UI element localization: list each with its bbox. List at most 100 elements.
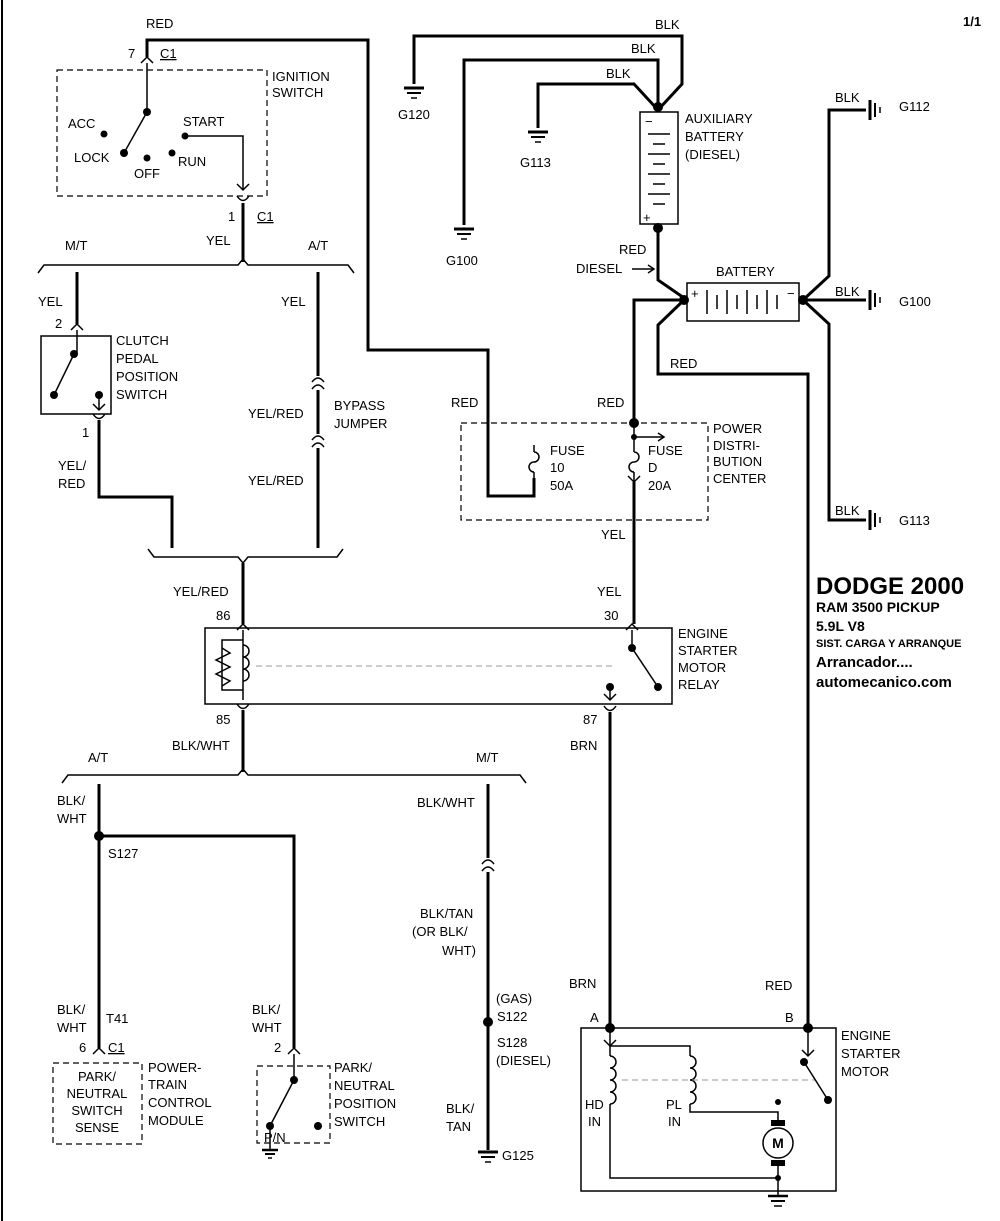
ign-acc: ACC	[68, 116, 95, 131]
auxiliary-battery: − +	[639, 111, 679, 225]
fused-label-3: 20A	[648, 478, 671, 493]
pcm-sense-3: SWITCH	[71, 1103, 122, 1118]
clutch-label-2: PEDAL	[116, 351, 159, 366]
starter-hd-2: IN	[588, 1114, 601, 1129]
ign-run: RUN	[178, 154, 206, 169]
pcm-label-2: TRAIN	[148, 1077, 187, 1092]
clutch-pin-top: 2	[55, 316, 62, 331]
wire-blktan-1: BLK/TAN	[420, 906, 473, 921]
wire-red-bat: RED	[670, 356, 697, 371]
wire-blkwht-pcm1: BLK/	[57, 1002, 86, 1017]
title-make: DODGE 2000	[816, 573, 964, 600]
clutch-label-1: CLUTCH	[116, 333, 169, 348]
ground-g120	[404, 86, 424, 99]
ground-g113-b	[868, 510, 881, 530]
starter-label-3: MOTOR	[841, 1064, 889, 1079]
ground-g100b-label: G100	[899, 294, 931, 309]
fused-label-2: D	[648, 460, 657, 475]
wire-yelred-86: YEL/RED	[173, 584, 229, 599]
bypass-label-2: JUMPER	[334, 416, 387, 431]
brace-at-2: A/T	[88, 750, 108, 765]
brace-at-1: A/T	[308, 238, 328, 253]
title-system: SIST. CARGA Y ARRANQUE	[816, 638, 961, 650]
pcm-label-4: MODULE	[148, 1113, 204, 1128]
wire-blk-1: BLK	[655, 17, 680, 32]
pcm-conn: C1	[108, 1040, 125, 1055]
page-number: 1/1	[963, 14, 981, 29]
wire-blk-g113: BLK	[835, 503, 860, 518]
ground-g120-label: G120	[398, 107, 430, 122]
ground-g112-label: G112	[899, 99, 930, 114]
ground-g100a-label: G100	[446, 253, 478, 268]
wire-blkwht-pnp2: WHT	[252, 1020, 282, 1035]
wire-blk-g112: BLK	[835, 90, 860, 105]
ign-off: OFF	[134, 166, 160, 181]
ground-g100-a	[454, 227, 474, 240]
splice-gas: (GAS)	[496, 991, 532, 1006]
pcm-sense-2: NEUTRAL	[67, 1086, 128, 1101]
power-distribution-center: FUSE 10 50A FUSE D 20A	[460, 418, 709, 521]
ignition-pin-bottom: 1	[228, 209, 235, 224]
title-site: automecanico.com	[816, 674, 952, 691]
wire-red-b: RED	[765, 978, 792, 993]
ground-g113-a	[528, 130, 548, 143]
wire-yel-ign: YEL	[206, 233, 231, 248]
pnp-label-4: SWITCH	[334, 1114, 385, 1129]
relay-label-2: STARTER	[678, 643, 737, 658]
wire-yel-mt: YEL	[38, 294, 63, 309]
fuse10-label-2: 10	[550, 460, 564, 475]
relay-label-3: MOTOR	[678, 660, 726, 675]
wire-blktan-2: (OR BLK/	[412, 924, 468, 939]
battery-label: BATTERY	[716, 264, 775, 279]
starter-pin-b: B	[785, 1010, 794, 1025]
aux-label-1: AUXILIARY	[685, 111, 753, 126]
pdc-label-1: POWER	[713, 421, 762, 436]
aux-plus: +	[643, 210, 651, 225]
wire-blktan-g1: BLK/	[446, 1101, 475, 1116]
pcm-sense-1: PARK/	[78, 1069, 116, 1084]
wire-blktan-g2: TAN	[446, 1119, 471, 1134]
park-neutral-position-switch: P/N	[256, 1054, 331, 1159]
pcm-label-1: POWER-	[148, 1060, 201, 1075]
ignition-label-1: IGNITION	[272, 69, 330, 84]
clutch-pin-bottom: 1	[82, 425, 89, 440]
wire-brn-a: BRN	[569, 976, 596, 991]
engine-starter-motor: A B M HD IN PL IN	[580, 1010, 837, 1207]
pnp-label-1: PARK/	[334, 1060, 372, 1075]
wire-yel-pdc: YEL	[601, 527, 626, 542]
wire-yelred-j2: YEL/RED	[248, 473, 304, 488]
wire-yelred-c2: RED	[58, 476, 85, 491]
pcm-label-3: CONTROL	[148, 1095, 212, 1110]
wire-red-pdc-right: RED	[597, 395, 624, 410]
ign-lock: LOCK	[74, 150, 110, 165]
ignition-label-2: SWITCH	[272, 85, 323, 100]
wire-blktan-3: WHT)	[442, 943, 476, 958]
wire-blkwht-pnp1: BLK/	[252, 1002, 281, 1017]
pnp-pn: P/N	[264, 1130, 286, 1145]
ground-g125	[478, 1150, 498, 1163]
wire-blk-g100: BLK	[835, 284, 860, 299]
aux-label-3: (DIESEL)	[685, 147, 740, 162]
engine-starter-motor-relay	[204, 627, 673, 705]
clutch-label-3: POSITION	[116, 369, 178, 384]
starter-label-2: STARTER	[841, 1046, 900, 1061]
ground-g113b-label: G113	[899, 513, 930, 528]
splice-diesel: (DIESEL)	[496, 1053, 551, 1068]
wire-red-pdc-left: RED	[451, 395, 478, 410]
wire-yelred-j1: YEL/RED	[248, 406, 304, 421]
wire-yelred-c1: YEL/	[58, 458, 87, 473]
ground-g112	[868, 100, 881, 120]
starter-label-1: ENGINE	[841, 1028, 891, 1043]
wire-blkwht-at1: BLK/	[57, 793, 86, 808]
motor-m: M	[772, 1135, 784, 1151]
bypass-label-1: BYPASS	[334, 398, 385, 413]
relay-pin-87: 87	[583, 712, 597, 727]
ignition-pin-top: 7	[128, 46, 135, 61]
wire-blk-3: BLK	[606, 66, 631, 81]
ground-g100-b	[868, 290, 881, 310]
powertrain-control-module: PARK/ NEUTRAL SWITCH SENSE	[52, 1062, 143, 1145]
ground-g125-label: G125	[502, 1148, 534, 1163]
brace-mt-2: M/T	[476, 750, 498, 765]
